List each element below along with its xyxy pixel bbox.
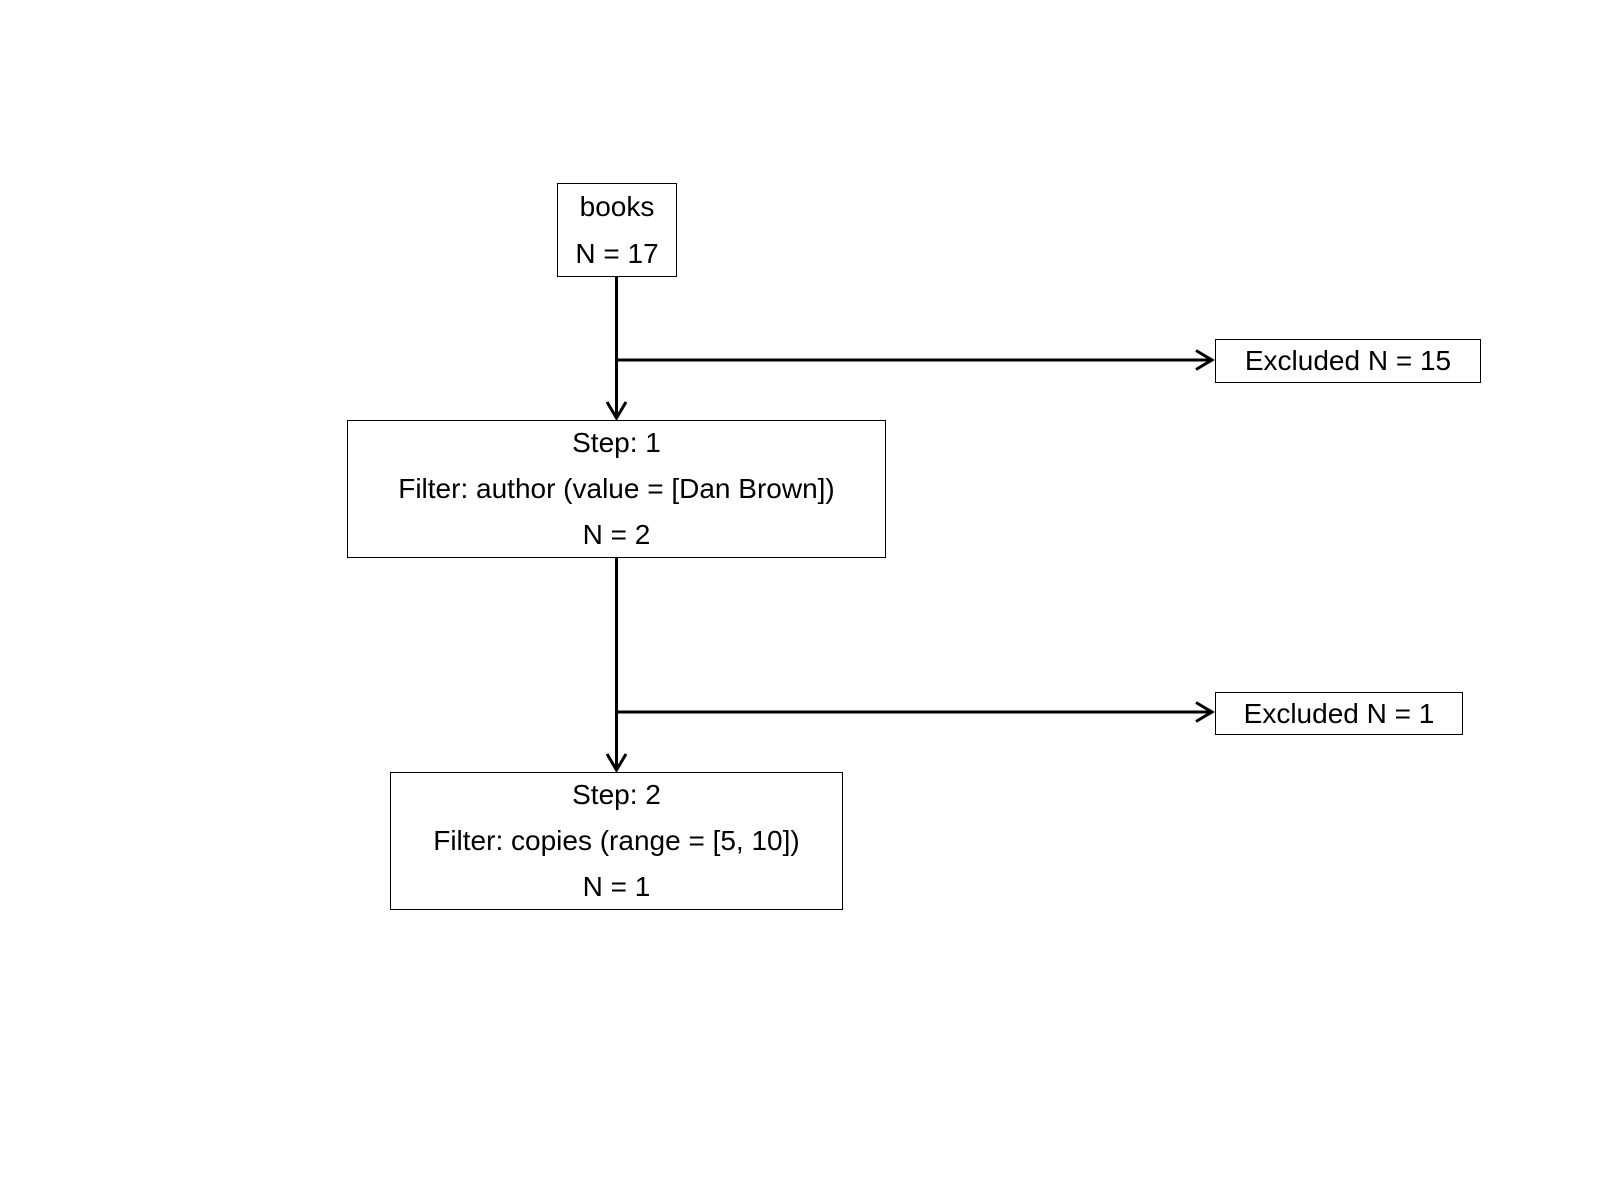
source-dataset-name: books	[579, 191, 655, 222]
excluded-1-label: Excluded N = 15	[1244, 345, 1452, 376]
node-excluded-2: Excluded N = 1	[1215, 692, 1463, 735]
node-excluded-1: Excluded N = 15	[1215, 339, 1481, 383]
excluded-2-label: Excluded N = 1	[1243, 697, 1435, 729]
step-1-count: N = 2	[582, 519, 651, 550]
arrow-source-to-step1	[605, 277, 628, 421]
node-step-2: Step: 2 Filter: copies (range = [5, 10])…	[390, 772, 843, 910]
step-1-filter: Filter: author (value = [Dan Brown])	[398, 473, 835, 504]
step-2-title: Step: 2	[572, 779, 661, 810]
node-step-1: Step: 1 Filter: author (value = [Dan Bro…	[347, 420, 886, 558]
step-2-count: N = 1	[582, 871, 651, 902]
arrow-step1-excluded	[616, 349, 1215, 371]
source-dataset-count: N = 17	[575, 238, 659, 269]
arrow-step2-excluded	[616, 701, 1215, 723]
node-source-dataset: books N = 17	[557, 183, 677, 277]
step-1-title: Step: 1	[572, 427, 661, 458]
arrow-step1-to-step2	[605, 558, 628, 773]
step-2-filter: Filter: copies (range = [5, 10])	[433, 825, 800, 856]
